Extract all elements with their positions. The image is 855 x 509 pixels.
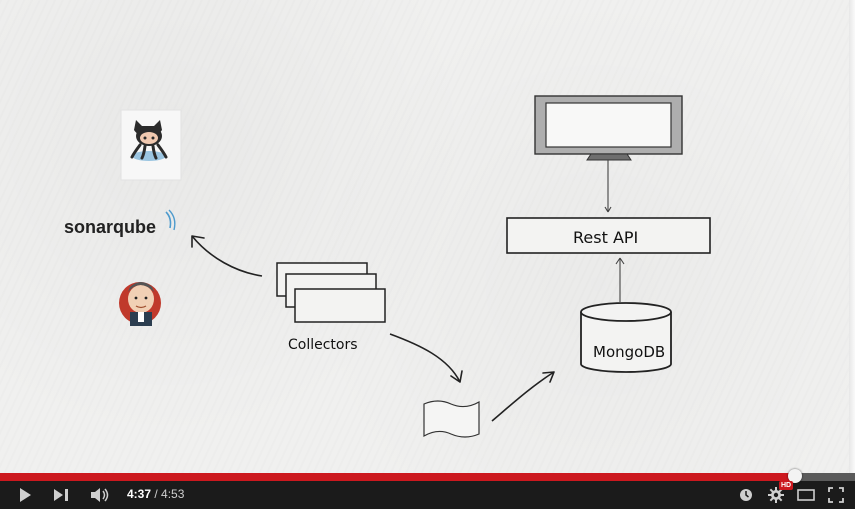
jenkins-logo: [119, 282, 161, 326]
time-display: 4:37 / 4:53: [127, 487, 184, 501]
video-frame[interactable]: sonarqube: [0, 0, 855, 473]
paper-edge: [849, 0, 855, 473]
arrow-monitor-to-api: [604, 160, 612, 213]
time-separator: /: [151, 487, 162, 501]
paper-background: [0, 0, 855, 473]
watch-later-icon: [740, 489, 752, 501]
mongodb-cylinder: [580, 302, 672, 373]
settings-button[interactable]: [766, 481, 786, 509]
progress-scrubber[interactable]: [788, 469, 803, 483]
theater-mode-icon: [797, 489, 815, 501]
progress-played: [0, 473, 796, 481]
architecture-diagram: sonarqube: [64, 95, 711, 438]
rest-api-box: [506, 217, 711, 254]
next-icon: [54, 489, 68, 501]
volume-button[interactable]: [88, 481, 112, 509]
settings-icon: [768, 487, 784, 503]
document-shape: [423, 400, 480, 438]
fullscreen-button[interactable]: [825, 481, 847, 509]
watch-later-button[interactable]: [736, 481, 756, 509]
sonarqube-label: sonarqube: [64, 217, 156, 237]
play-icon: [20, 488, 31, 502]
play-button[interactable]: [12, 481, 38, 509]
fullscreen-icon: [828, 487, 844, 503]
theater-mode-button[interactable]: [795, 481, 817, 509]
next-button[interactable]: [50, 481, 74, 509]
mongodb-label: MongoDB: [593, 343, 665, 361]
volume-icon: [91, 488, 109, 502]
collectors-label: Collectors: [288, 337, 358, 353]
sonarqube-logo: sonarqube: [64, 209, 176, 237]
arrow-document-to-database: [491, 371, 555, 422]
monitor-display: [534, 95, 683, 161]
arrow-collectors-to-sources: [191, 235, 263, 277]
github-logo: [120, 109, 182, 181]
arrow-database-to-api: [615, 257, 625, 302]
progress-bar[interactable]: [0, 469, 855, 483]
arrow-collectors-to-document: [389, 333, 463, 383]
hd-badge: HD: [779, 481, 794, 490]
duration: 4:53: [161, 487, 185, 501]
current-time: 4:37: [127, 487, 152, 501]
collectors-stack: [276, 262, 386, 323]
rest-api-label: Rest API: [573, 228, 638, 247]
